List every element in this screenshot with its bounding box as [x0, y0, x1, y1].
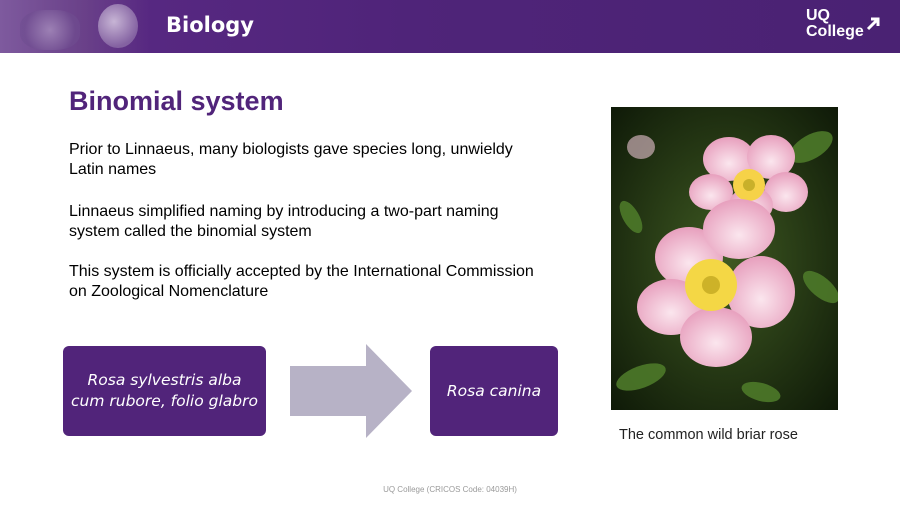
header-lab-photo [0, 0, 150, 53]
photo-caption: The common wild briar rose [619, 427, 798, 443]
slide-title: Binomial system [69, 86, 284, 116]
right-arrow-icon [290, 344, 412, 438]
new-name-box: Rosa canina [430, 346, 558, 436]
course-title: Biology [166, 13, 254, 37]
paragraph-pre-linnaeus: Prior to Linnaeus, many biologists gave … [69, 141, 513, 178]
logo-line-college: College [806, 23, 864, 40]
logo-line-uq: UQ [806, 7, 830, 24]
rose-flower-image [611, 107, 840, 410]
paragraph-official-acceptance: This system is officially accepted by th… [69, 263, 534, 300]
uq-college-logo: UQ College [806, 8, 886, 48]
old-latin-name: Rosa sylvestris alba cum rubore, folio g… [71, 371, 258, 410]
binomial-name: Rosa canina [446, 381, 542, 400]
briar-rose-photo [611, 107, 840, 410]
footer-cricos: UQ College (CRICOS Code: 04039H) [383, 485, 517, 494]
old-name-box: Rosa sylvestris alba cum rubore, folio g… [63, 346, 266, 436]
paragraph-binomial-intro: Linnaeus simplified naming by introducin… [69, 203, 499, 240]
header-bar: Biology UQ College [0, 0, 900, 53]
logo-arrow-icon [866, 17, 880, 31]
